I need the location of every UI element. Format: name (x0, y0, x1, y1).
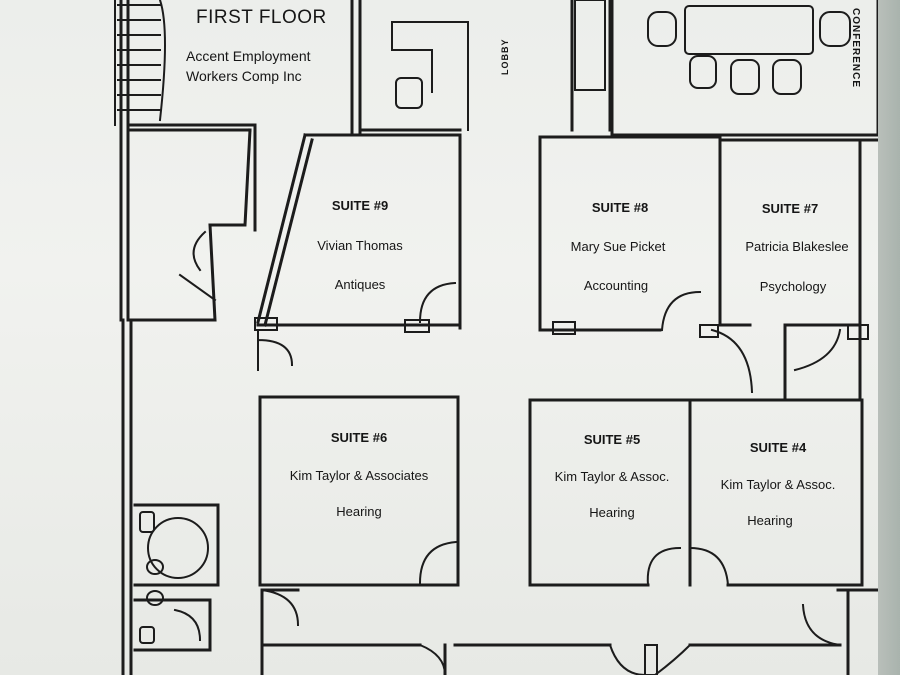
lobby-chair (395, 77, 423, 109)
wall-edge (878, 0, 900, 675)
closet-wall (128, 128, 252, 322)
suite-6-walls (258, 395, 460, 587)
suite-9-business: Antiques (334, 277, 386, 292)
suite-7-tenant: Patricia Blakeslee (745, 239, 849, 254)
conference-wall (610, 0, 878, 137)
vertical-divider (570, 0, 612, 132)
closet-7-door (793, 328, 842, 372)
corridor-door (256, 329, 294, 371)
closet-door (178, 230, 217, 302)
restroom-walls (133, 503, 220, 652)
suite-5-number: SUITE #5 (583, 432, 641, 447)
suite-4-number: SUITE #4 (749, 440, 807, 455)
suite-9-walls (256, 133, 462, 330)
suite-8-number: SUITE #8 (591, 200, 649, 215)
suite-7-number: SUITE #7 (761, 201, 819, 216)
suite-4-tenant: Kim Taylor & Assoc. (720, 477, 836, 492)
suite-4-door (688, 546, 730, 587)
suite-4-walls (726, 398, 864, 587)
conference-table (684, 5, 814, 55)
paper-sheet (0, 0, 878, 675)
suite-9-number: SUITE #9 (331, 198, 389, 213)
suite-6-door (418, 540, 458, 585)
suite-8-walls (538, 135, 722, 332)
suite-8-door (660, 290, 702, 332)
suite-8-tenant: Mary Sue Picket (570, 239, 666, 254)
suite-7-walls (718, 138, 878, 400)
bottom-walls (260, 588, 878, 675)
conference-label: CONFERENCE (850, 8, 861, 89)
lobby-label: LOBBY (500, 38, 510, 76)
suite-7-door (710, 328, 754, 394)
suite-4-business: Hearing (747, 513, 793, 528)
suite-9-tenant: Vivian Thomas (317, 238, 403, 253)
lobby-room (391, 21, 469, 131)
office-wall (126, 0, 362, 232)
suite-5-door (646, 546, 682, 587)
lobby-bench (574, 0, 606, 91)
suite-5-walls (528, 398, 864, 587)
company-line-1: Accent Employment (186, 48, 311, 64)
outer-wall-lower (121, 318, 133, 675)
suite-6-tenant: Kim Taylor & Associates (289, 468, 429, 483)
suite-9-door (418, 281, 457, 324)
suite-5-business: Hearing (589, 505, 635, 520)
staircase (114, 0, 166, 126)
suite-5-tenant: Kim Taylor & Assoc. (554, 469, 670, 484)
suite-7-business: Psychology (759, 279, 827, 294)
suite-6-number: SUITE #6 (330, 430, 388, 445)
floor-plan-drawing (114, 0, 878, 675)
suite-6-business: Hearing (336, 504, 382, 519)
outer-wall (119, 0, 130, 322)
suite-8-business: Accounting (583, 278, 649, 293)
floor-title: FIRST FLOOR (196, 7, 327, 28)
company-line-2: Workers Comp Inc (186, 68, 302, 84)
